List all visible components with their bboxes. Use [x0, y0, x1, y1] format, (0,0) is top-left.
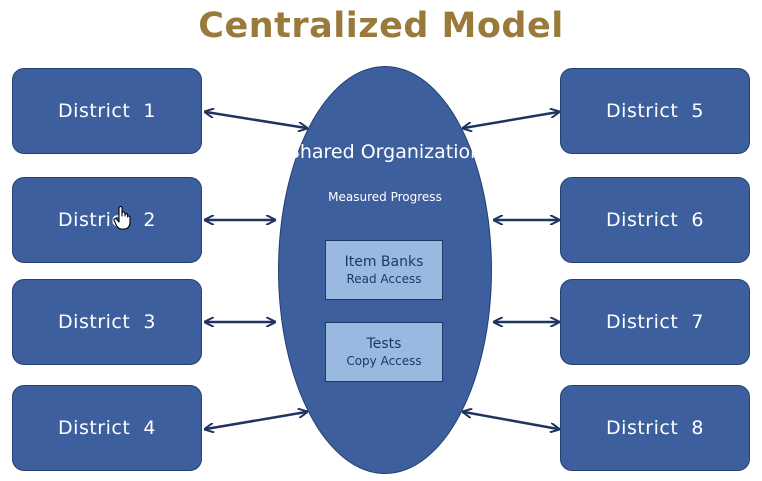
district-7-node: District 7 — [560, 279, 750, 365]
district-3-node: District 3 — [12, 279, 202, 365]
tests-label: Tests — [366, 336, 402, 352]
diagram-title: Centralized Model — [198, 6, 564, 46]
district-6-node: District 6 — [560, 177, 750, 263]
hub-title: Shared Organization — [287, 141, 483, 163]
arrow-district-1 — [206, 112, 306, 128]
district-5-node: District 5 — [560, 68, 750, 154]
arrow-district-5 — [464, 112, 558, 128]
hub-subtitle: Measured Progress — [328, 190, 442, 204]
district-1-node: District 1 — [12, 68, 202, 154]
district-4-node: District 4 — [12, 385, 202, 471]
hand-cursor-icon — [113, 206, 131, 230]
tests-access: Copy Access — [346, 354, 422, 368]
item-banks-box: Item Banks Read Access — [325, 240, 443, 300]
arrow-district-8 — [464, 412, 558, 429]
arrow-district-4 — [206, 412, 306, 429]
district-8-node: District 8 — [560, 385, 750, 471]
tests-box: Tests Copy Access — [325, 322, 443, 382]
item-banks-label: Item Banks — [344, 254, 424, 270]
district-2-node: District 2 — [12, 177, 202, 263]
item-banks-access: Read Access — [346, 272, 422, 286]
